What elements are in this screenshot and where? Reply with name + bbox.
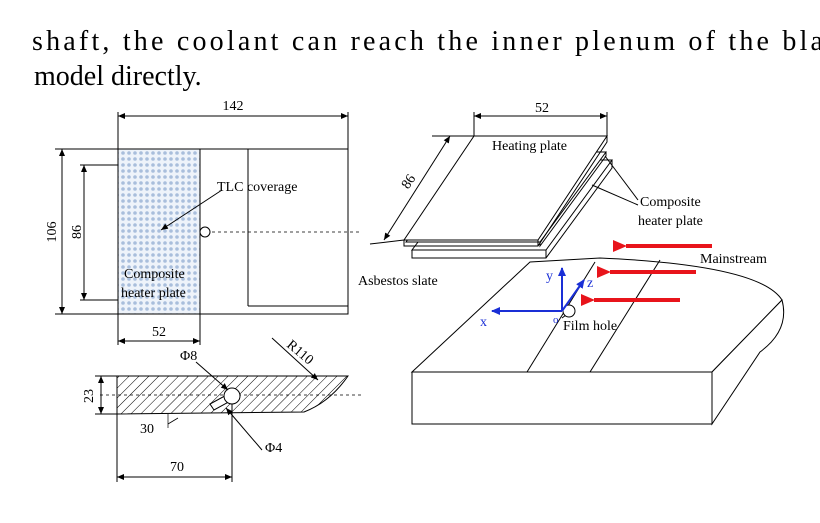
paragraph-line-1: shaft, the coolant can reach the inner p… bbox=[32, 26, 820, 57]
hole-phi8 bbox=[223, 387, 241, 405]
axis-z-line bbox=[561, 279, 585, 312]
phi4-leader bbox=[225, 407, 263, 451]
angle-30: 30 bbox=[140, 422, 154, 437]
mainstream-label: Mainstream bbox=[700, 252, 767, 267]
blade-side-face bbox=[711, 299, 785, 426]
composite-label-line2-3d: heater plate bbox=[638, 214, 703, 229]
composite-label-line1-3d: Composite bbox=[640, 195, 701, 210]
front-view-labels: 142 106 86 52 TLC coverage Composite hea… bbox=[45, 99, 297, 340]
tlc-leader bbox=[160, 189, 223, 231]
dim-depth-86: 86 bbox=[399, 172, 419, 192]
axis-z-label: z bbox=[587, 276, 593, 291]
hole-phi4-label: Φ4 bbox=[265, 441, 282, 456]
coordinate-axes bbox=[491, 267, 585, 315]
film-hole-front bbox=[199, 226, 211, 238]
dim-width-52: 52 bbox=[535, 101, 549, 116]
mainstream-arrows bbox=[581, 240, 712, 306]
paragraph-line-2: model directly. bbox=[34, 61, 202, 92]
section-view bbox=[95, 337, 362, 482]
r110-leader bbox=[271, 337, 319, 381]
origin-label: o bbox=[553, 314, 559, 326]
axis-x-label: x bbox=[480, 315, 487, 330]
dim-height-106: 106 bbox=[45, 222, 60, 243]
axis-y-label: y bbox=[546, 269, 553, 284]
dim-coverage-52: 52 bbox=[152, 325, 166, 340]
dim-hole-70: 70 bbox=[170, 460, 184, 475]
composite-leader bbox=[604, 155, 639, 201]
composite-label-line2: heater plate bbox=[121, 286, 186, 301]
blade-top-surface bbox=[410, 257, 783, 373]
composite-label-line1: Composite bbox=[124, 267, 185, 282]
front-view bbox=[55, 112, 360, 345]
assembly-view-labels: 52 86 Heating plate Composite heater pla… bbox=[358, 101, 767, 334]
phi8-leader bbox=[195, 361, 229, 391]
heating-plate-label: Heating plate bbox=[492, 139, 567, 154]
film-hole-label: Film hole bbox=[563, 319, 617, 334]
asbestos-slate-label: Asbestos slate bbox=[358, 274, 438, 289]
dim-width-142: 142 bbox=[223, 99, 244, 114]
dim-thickness-23: 23 bbox=[82, 389, 97, 403]
hole-phi8-label: Φ8 bbox=[180, 349, 197, 364]
blade-front-face bbox=[411, 371, 713, 425]
assembly-view bbox=[369, 112, 785, 426]
dim-height-86: 86 bbox=[70, 225, 85, 239]
tlc-coverage-label: TLC coverage bbox=[217, 180, 297, 195]
